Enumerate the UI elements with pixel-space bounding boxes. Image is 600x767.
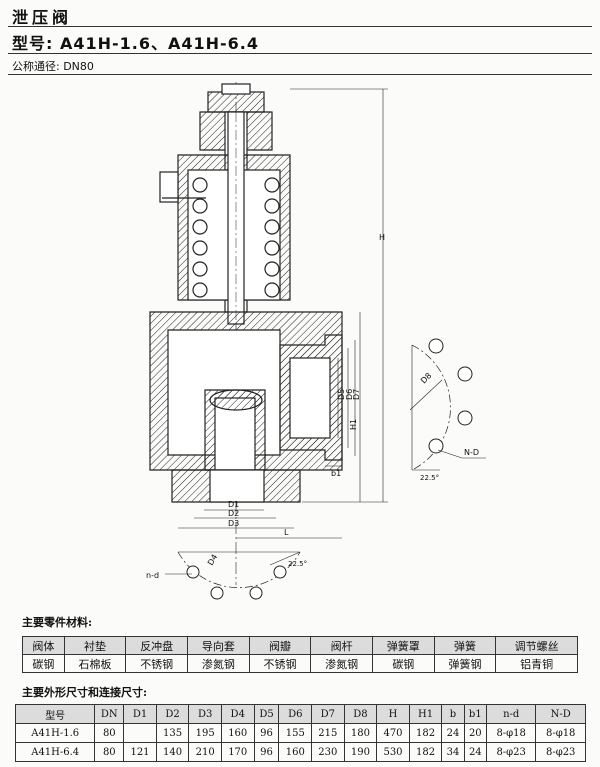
part-cell: 阀杆 (310, 636, 373, 655)
table-cell: 135 (155, 723, 190, 743)
table-cell: 24 (441, 723, 465, 743)
valve-drawing: H H1 L b1 D1 D2 D3 D5 D6 D7 D8 D4 N-D n-… (146, 82, 486, 600)
nominal-divider (8, 74, 592, 75)
table-cell: 182 (408, 723, 443, 743)
part-cell: 反冲盘 (125, 636, 189, 655)
header-cell: D1 (123, 704, 157, 724)
table-cell: 160 (278, 742, 313, 762)
part-cell: 调节螺丝 (495, 636, 578, 655)
header-cell: n-d (485, 704, 537, 724)
part-cell: 阀瓣 (248, 636, 312, 655)
table-cell: 8-φ23 (485, 742, 537, 762)
material-cell: 弹簧钢 (433, 654, 497, 673)
materials-caption: 主要零件材料: (22, 616, 93, 629)
model-number: 型号: A41H-1.6、A41H-6.4 (12, 34, 260, 53)
part-cell: 弹簧 (433, 636, 497, 655)
dim-D6: D6 (345, 389, 354, 400)
header-cell: D8 (343, 704, 378, 724)
dim-D5: D5 (337, 389, 346, 400)
page-title: 泄压阀 (12, 8, 73, 27)
angle-bottom: 22.5° (288, 560, 307, 568)
dim-D8: D8 (419, 371, 433, 385)
header-cell: DN (94, 704, 125, 724)
part-cell: 阀体 (22, 636, 65, 655)
dimensions-header-row: 型号 DN D1 D2 D3 D4 D5 D6 D7 D8 H H1 b b1 … (14, 704, 586, 724)
material-cell: 渗氮钢 (187, 654, 250, 673)
materials-values-row: 碳钢 石棉板 不锈钢 渗氮钢 不锈钢 渗氮钢 碳钢 弹簧钢 铝青铜 (22, 654, 578, 673)
table-cell: 530 (376, 742, 410, 762)
part-cell: 衬垫 (63, 636, 127, 655)
table-cell: 190 (343, 742, 378, 762)
table-cell: 160 (220, 723, 255, 743)
model-divider (8, 53, 592, 54)
title-divider (8, 26, 592, 27)
header-cell: D7 (311, 704, 345, 724)
table-cell: 80 (94, 742, 125, 762)
table-cell: 8-φ18 (485, 723, 537, 743)
table-cell: 140 (155, 742, 190, 762)
header-cell: N-D (535, 704, 586, 724)
material-cell: 石棉板 (63, 654, 127, 673)
dim-D3: D3 (228, 519, 239, 528)
header-cell: D4 (220, 704, 255, 724)
dim-D1: D1 (228, 500, 239, 509)
dimensions-caption: 主要外形尺寸和连接尺寸: (22, 686, 148, 699)
materials-parts-row: 阀体 衬垫 反冲盘 导向套 阀瓣 阀杆 弹簧罩 弹簧 调节螺丝 (22, 636, 578, 655)
table-cell: 195 (188, 723, 222, 743)
material-cell: 铝青铜 (495, 654, 578, 673)
dim-D2: D2 (228, 509, 239, 518)
table-cell: 170 (220, 742, 255, 762)
material-cell: 碳钢 (371, 654, 435, 673)
table-row: A41H-6.4 80 121 140 210 170 96 160 230 1… (14, 742, 586, 762)
header-cell: H (376, 704, 410, 724)
header-cell: b1 (463, 704, 487, 724)
header-cell: D3 (188, 704, 222, 724)
header-cell: D5 (253, 704, 280, 724)
dim-b1: b1 (331, 469, 341, 478)
label-n-d: n-d (146, 571, 159, 580)
materials-table: 阀体 衬垫 反冲盘 导向套 阀瓣 阀杆 弹簧罩 弹簧 调节螺丝 碳钢 石棉板 不… (22, 636, 578, 673)
dim-D7: D7 (352, 389, 361, 400)
table-cell: 80 (94, 723, 125, 743)
table-cell: 96 (253, 723, 280, 743)
table-cell: 8-φ18 (535, 723, 586, 743)
table-cell: 8-φ23 (535, 742, 586, 762)
table-cell: 470 (376, 723, 410, 743)
table-cell: 96 (253, 742, 280, 762)
dim-H: H (379, 233, 385, 242)
header-cell: H1 (408, 704, 443, 724)
table-cell: A41H-1.6 (14, 723, 96, 743)
table-cell: 34 (441, 742, 465, 762)
nominal-size: 公称通径: DN80 (12, 60, 94, 73)
header-cell: b (441, 704, 465, 724)
header-cell: 型号 (14, 704, 96, 724)
table-cell (123, 723, 157, 743)
part-cell: 弹簧罩 (371, 636, 435, 655)
material-cell: 不锈钢 (248, 654, 312, 673)
table-row: A41H-1.6 80 135 195 160 96 155 215 180 4… (14, 723, 586, 743)
dim-L: L (284, 528, 289, 537)
header-cell: D2 (155, 704, 190, 724)
dim-D4: D4 (206, 553, 219, 567)
label-N-D: N-D (464, 448, 479, 457)
table-cell: 121 (123, 742, 157, 762)
table-cell: 230 (311, 742, 345, 762)
part-cell: 导向套 (187, 636, 250, 655)
header-cell: D6 (278, 704, 313, 724)
angle-right: 22.5° (420, 474, 439, 482)
dimensions-table: 型号 DN D1 D2 D3 D4 D5 D6 D7 D8 H H1 b b1 … (14, 704, 586, 762)
table-cell: 182 (408, 742, 443, 762)
table-cell: 215 (311, 723, 345, 743)
table-cell: 20 (463, 723, 487, 743)
table-cell: 180 (343, 723, 378, 743)
table-cell: 24 (463, 742, 487, 762)
dim-H1: H1 (349, 419, 358, 430)
table-cell: 210 (188, 742, 222, 762)
material-cell: 渗氮钢 (310, 654, 373, 673)
material-cell: 不锈钢 (125, 654, 189, 673)
material-cell: 碳钢 (22, 654, 65, 673)
table-cell: 155 (278, 723, 313, 743)
table-cell: A41H-6.4 (14, 742, 96, 762)
